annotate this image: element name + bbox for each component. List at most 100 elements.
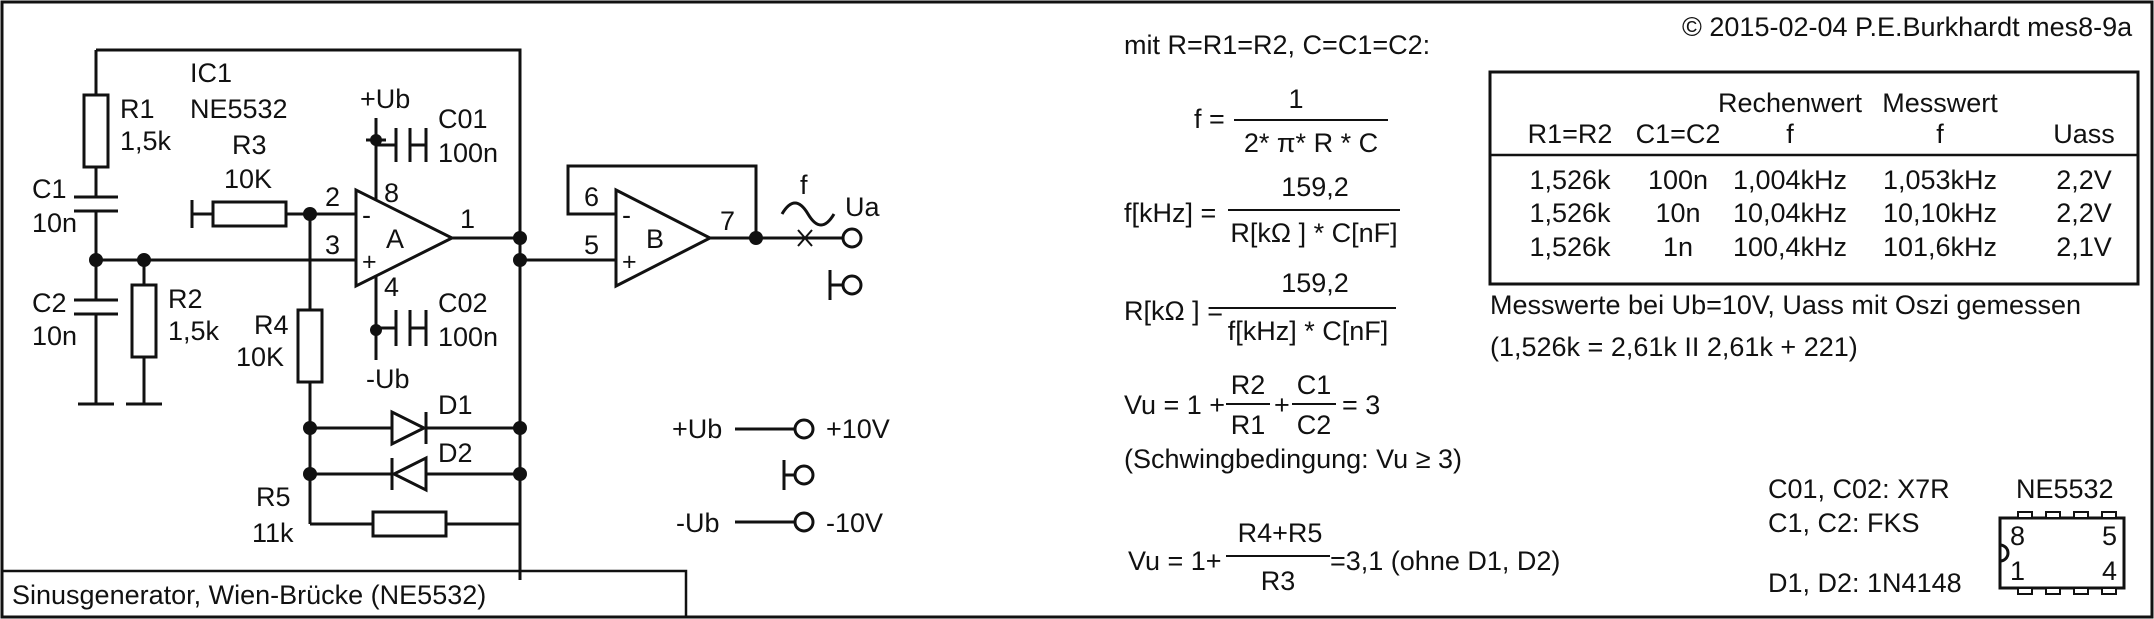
- r2-label: R2: [168, 284, 203, 314]
- r4-value: 10K: [236, 342, 284, 372]
- formulas: mit R=R1=R2, C=C1=C2: f = 1 2* π* R * C …: [1124, 30, 1560, 596]
- opamp-b-plus: +: [622, 248, 637, 276]
- junction-dot: [513, 421, 527, 435]
- opamp-b-minus: -: [622, 200, 631, 230]
- table-cell: 1,526k: [1529, 232, 1611, 262]
- formula-rk-den: f[kHz] * C[nF]: [1228, 316, 1389, 346]
- package-pin: [2017, 587, 2033, 595]
- pin-2: 2: [325, 182, 340, 212]
- c1-label: C1: [32, 174, 67, 204]
- supply-neg-value: -10V: [826, 508, 883, 538]
- r1-label: R1: [120, 94, 155, 124]
- table-cell: 1,526k: [1529, 198, 1611, 228]
- package-pin-5: 5: [2102, 521, 2117, 551]
- parts-diodes: D1, D2: 1N4148: [1768, 568, 1962, 598]
- table-header-cell: R1=R2: [1528, 119, 1613, 149]
- junction-dot: [749, 231, 763, 245]
- formula-f-lhs: f =: [1194, 104, 1225, 134]
- formula-vu-d2: C2: [1297, 410, 1332, 440]
- formula-vu-n2: C1: [1297, 370, 1332, 400]
- junction-dot: [513, 467, 527, 481]
- table-cell: 1n: [1663, 232, 1693, 262]
- supply-neg-terminal: [793, 511, 815, 533]
- package-pin: [2045, 511, 2061, 519]
- resistor-r3: [211, 200, 288, 228]
- supply-pos-value: +10V: [826, 414, 890, 444]
- package-pin: [2101, 511, 2117, 519]
- formula-vu2-rhs: =3,1 (ohne D1, D2): [1330, 546, 1560, 576]
- output-terminal: [841, 227, 863, 249]
- resistor-r1: [82, 93, 110, 169]
- parts-capacitor-fks: C1, C2: FKS: [1768, 508, 1920, 538]
- formula-rk-num: 159,2: [1281, 268, 1349, 298]
- pin-4: 4: [384, 272, 399, 302]
- table-cell: 10,04kHz: [1733, 198, 1847, 228]
- package-pin: [2017, 511, 2033, 519]
- formula-vu-rhs: = 3: [1342, 390, 1380, 420]
- supply-pos-label: +Ub: [360, 84, 410, 114]
- r4-label: R4: [254, 310, 289, 340]
- table-cell: 1,004kHz: [1733, 165, 1847, 195]
- opamp-b-label: B: [646, 224, 664, 254]
- junction-dot: [303, 421, 317, 435]
- d1-label: D1: [438, 390, 473, 420]
- package-name: NE5532: [2016, 474, 2114, 504]
- formula-fk-den: R[kΩ ] * C[nF]: [1230, 218, 1397, 248]
- formula-f-num: 1: [1288, 84, 1303, 114]
- formula-fk-num: 159,2: [1281, 172, 1349, 202]
- pin-8: 8: [384, 178, 399, 208]
- supply-neg-terminal-label: -Ub: [676, 508, 720, 538]
- junction-dot: [89, 253, 103, 267]
- package-pin-4: 4: [2102, 556, 2117, 586]
- pin-5: 5: [584, 230, 599, 260]
- resistor-r4: [296, 308, 324, 384]
- pin-7: 7: [720, 206, 735, 236]
- c01-value: 100n: [438, 138, 498, 168]
- junction-dot: [370, 134, 382, 146]
- table-header-cell: f: [1936, 119, 1944, 149]
- ground-terminal: [841, 274, 863, 296]
- c2-value: 10n: [32, 321, 77, 351]
- package-pin-8: 8: [2010, 521, 2025, 551]
- c02-value: 100n: [438, 322, 498, 352]
- package-pin: [2045, 587, 2061, 595]
- notes-line-1: Messwerte bei Ub=10V, Uass mit Oszi geme…: [1490, 290, 2081, 320]
- table-frame: [1488, 70, 2140, 286]
- formula-vu-lhs: Vu = 1 +: [1124, 390, 1225, 420]
- c2-label: C2: [32, 288, 67, 318]
- r5-value: 11k: [252, 518, 294, 548]
- title-text: Sinusgenerator, Wien-Brücke (NE5532): [12, 580, 486, 610]
- feedback-wire: [96, 48, 522, 580]
- pin-6: 6: [584, 182, 599, 212]
- formula-condition: (Schwingbedingung: Vu ≥ 3): [1124, 444, 1462, 474]
- supply-ground-terminal: [793, 464, 815, 486]
- table-cell: 101,6kHz: [1883, 232, 1997, 262]
- opamp-a-label: A: [386, 224, 404, 254]
- package-pin-1: 1: [2010, 556, 2025, 586]
- ic-name: IC1: [190, 58, 232, 88]
- formula-vu2-num: R4+R5: [1238, 518, 1323, 548]
- table-header-cell: Uass: [2053, 119, 2115, 149]
- sine-wave-icon: [780, 201, 836, 227]
- d2-label: D2: [438, 438, 473, 468]
- ic-type: NE5532: [190, 94, 288, 124]
- package-notch: [1999, 543, 2010, 563]
- supply-terminals: +Ub +10V -Ub -10V: [672, 414, 890, 538]
- table-header-cell: f: [1786, 119, 1794, 149]
- table-cell: 2,2V: [2056, 198, 2112, 228]
- formula-vu2-lhs: Vu = 1+: [1128, 546, 1222, 576]
- output-label: Ua: [845, 192, 880, 222]
- r5-label: R5: [256, 482, 291, 512]
- diode-d2: [390, 455, 428, 493]
- schematic: R1 1,5k C1 10n C2 10n R2 1,5k IC1 NE5532…: [32, 48, 880, 580]
- title-box: [0, 569, 688, 619]
- table-cell: 1,053kHz: [1883, 165, 1997, 195]
- table-cell: 100,4kHz: [1733, 232, 1847, 262]
- opamp-b: [614, 187, 714, 289]
- r2-value: 1,5k: [168, 316, 220, 346]
